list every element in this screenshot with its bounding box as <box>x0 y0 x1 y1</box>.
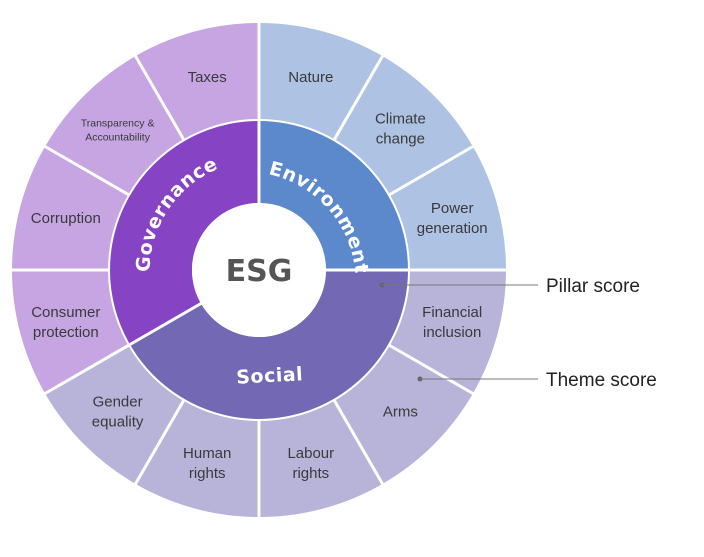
theme-label-line: Gender <box>93 393 143 410</box>
theme-label-line: protection <box>33 324 99 341</box>
theme-segment-arms <box>334 345 473 484</box>
theme-label-line: Financial <box>422 304 482 321</box>
segment-divider <box>387 144 475 197</box>
pillar-label-social: Social <box>236 363 304 388</box>
theme-label-corruption: Corruption <box>31 210 101 227</box>
theme-label-arms: Arms <box>383 403 418 420</box>
theme-label-line: Nature <box>288 69 333 86</box>
segment-divider <box>43 343 131 396</box>
theme-segment-transparency-accountability <box>45 56 185 196</box>
pillar-segment-governance <box>109 121 259 345</box>
theme-label-line: Climate <box>375 111 426 128</box>
theme-segment-labour-rights <box>259 399 383 517</box>
segment-divider <box>128 301 203 347</box>
theme-label-line: equality <box>92 413 144 430</box>
theme-label-gender-equality: Gender equality <box>92 393 144 430</box>
theme-segment-consumer-protection <box>12 270 130 394</box>
legend-pillar-score: Pillar score <box>379 276 640 297</box>
legend-theme-score: Theme score <box>417 370 657 391</box>
pillar-ring <box>109 120 409 420</box>
theme-segment-power-generation <box>388 146 506 270</box>
theme-label-line: Corruption <box>31 210 101 227</box>
theme-label-line: rights <box>292 465 329 482</box>
segment-divider <box>332 398 385 486</box>
theme-label-power-generation: Power generation <box>417 200 488 237</box>
theme-label-line: Transparency & <box>81 118 155 130</box>
theme-label-line: Consumer <box>31 304 100 321</box>
theme-label-line: Arms <box>383 403 418 420</box>
theme-label-taxes: Taxes <box>188 69 227 86</box>
legend-label-theme-score: Theme score <box>546 370 657 391</box>
theme-label-consumer-protection: Consumer protection <box>31 304 100 341</box>
center-label: ESG <box>226 254 293 289</box>
theme-segment-gender-equality <box>45 345 185 484</box>
theme-label-line: inclusion <box>423 324 481 341</box>
theme-label-line: Taxes <box>188 69 227 86</box>
segment-divider <box>133 398 186 486</box>
theme-label-line: Power <box>431 200 474 217</box>
segment-divider <box>387 343 475 396</box>
pillar-segment-social <box>129 270 408 420</box>
theme-label-climate-change: Climate change <box>375 111 426 148</box>
theme-segment-climate-change <box>334 56 473 196</box>
theme-label-financial-inclusion: Financial inclusion <box>422 304 482 341</box>
theme-label-line: rights <box>189 465 226 482</box>
theme-label-line: Human <box>183 445 231 462</box>
theme-segment-taxes <box>135 23 259 141</box>
theme-segment-nature <box>259 22 383 141</box>
center-circle <box>192 203 326 337</box>
segment-divider <box>133 54 186 142</box>
theme-label-line: generation <box>417 220 488 237</box>
theme-label-line: Labour <box>287 445 334 462</box>
theme-segment-human-rights <box>135 399 259 517</box>
theme-segment-financial-inclusion <box>388 270 506 394</box>
segment-divider <box>43 144 131 197</box>
theme-label-line: change <box>376 131 425 148</box>
pillar-segment-environment <box>259 121 408 270</box>
segment-divider <box>332 54 385 142</box>
theme-label-human-rights: Human rights <box>183 445 231 482</box>
legend-label-pillar-score: Pillar score <box>546 276 640 297</box>
theme-label-line: Accountability <box>85 132 151 144</box>
theme-label-nature: Nature <box>288 69 333 86</box>
theme-segment-corruption <box>11 146 130 270</box>
theme-label-transparency-accountability: Transparency & Accountability <box>81 118 155 144</box>
theme-label-labour-rights: Labour rights <box>287 445 334 482</box>
